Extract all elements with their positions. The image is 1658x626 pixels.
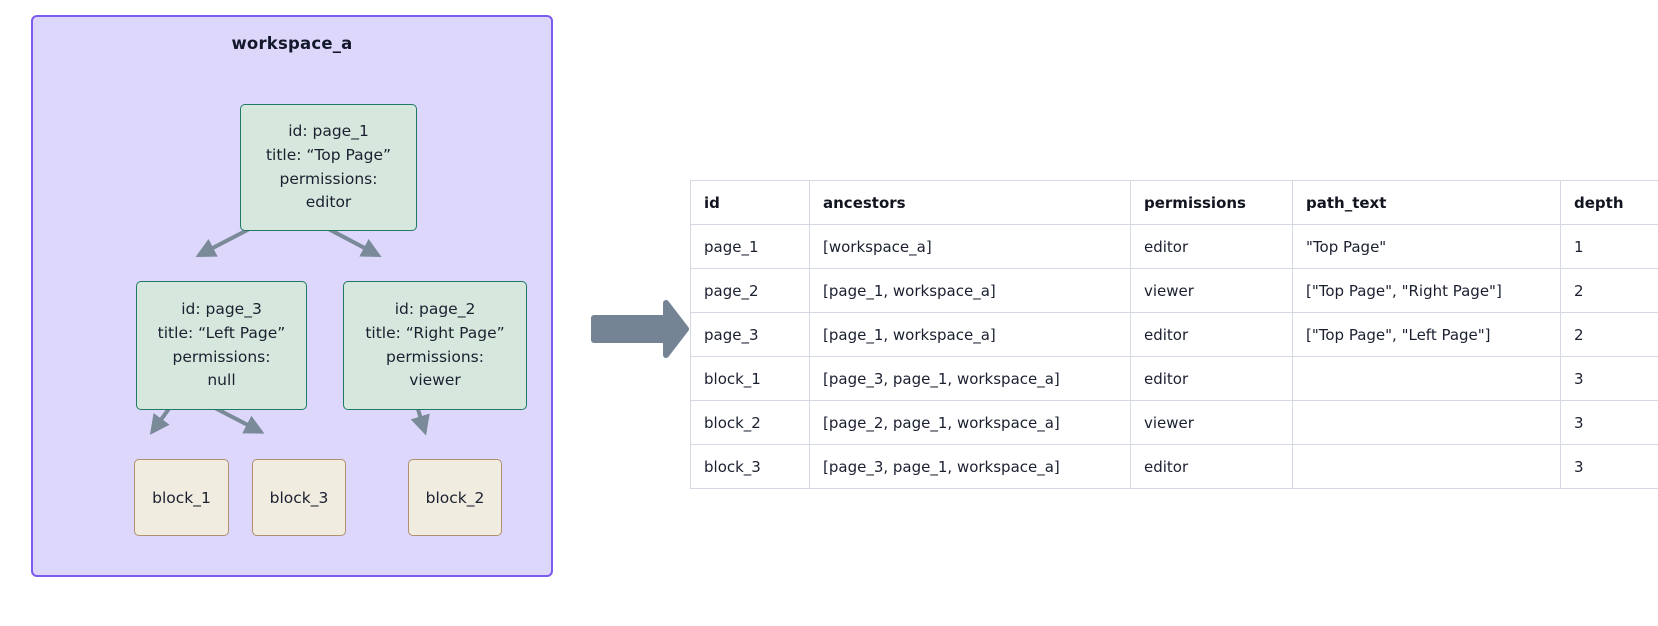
cell-path-text: ["Top Page", "Left Page"] [1292, 312, 1561, 357]
table-row: page_2 [page_1, workspace_a] viewer ["To… [690, 268, 1658, 313]
cell-id: block_3 [690, 444, 810, 489]
node-page-2-line-3: viewer [409, 371, 461, 390]
cell-depth: 2 [1560, 312, 1658, 357]
cell-id: block_2 [690, 400, 810, 445]
column-header-path-text[interactable]: path_text [1292, 180, 1561, 225]
node-page-2-line-2: permissions: [386, 347, 484, 366]
column-header-id[interactable]: id [690, 180, 810, 225]
table-header-row: id ancestors permissions path_text depth [690, 180, 1658, 225]
cell-id: page_2 [690, 268, 810, 313]
cell-id: page_1 [690, 224, 810, 269]
workspace-title: workspace_a [231, 34, 353, 53]
node-page-2-line-0: id: page_2 [394, 300, 476, 319]
column-header-depth[interactable]: depth [1560, 180, 1658, 225]
node-page-2-line-1: title: “Right Page” [365, 323, 505, 342]
cell-permissions: editor [1130, 312, 1293, 357]
table-row: page_1 [workspace_a] editor "Top Page" 1 [690, 224, 1658, 269]
node-block-1-label: block_1 [152, 488, 211, 507]
cell-depth: 2 [1560, 268, 1658, 313]
cell-ancestors: [page_1, workspace_a] [809, 312, 1131, 357]
cell-path-text: ["Top Page", "Right Page"] [1292, 268, 1561, 313]
cell-id: block_1 [690, 356, 810, 401]
node-page-1-line-2: permissions: [279, 169, 378, 188]
table-row: page_3 [page_1, workspace_a] editor ["To… [690, 312, 1658, 357]
node-page-2[interactable]: id: page_2 title: “Right Page” permissio… [343, 281, 527, 410]
cell-path-text: "Top Page" [1292, 224, 1561, 269]
cell-permissions: editor [1130, 356, 1293, 401]
node-block-1[interactable]: block_1 [134, 459, 229, 536]
cell-depth: 3 [1560, 444, 1658, 489]
result-table: id ancestors permissions path_text depth… [690, 180, 1658, 489]
right-arrow-icon [591, 300, 689, 358]
node-page-1-line-0: id: page_1 [288, 122, 369, 141]
table-row: block_2 [page_2, page_1, workspace_a] vi… [690, 400, 1658, 445]
node-page-3[interactable]: id: page_3 title: “Left Page” permission… [136, 281, 307, 410]
node-page-3-line-0: id: page_3 [181, 300, 262, 319]
cell-permissions: editor [1130, 444, 1293, 489]
cell-ancestors: [page_1, workspace_a] [809, 268, 1131, 313]
node-block-3[interactable]: block_3 [252, 459, 346, 536]
cell-permissions: editor [1130, 224, 1293, 269]
workspace-panel: workspace_a id: page_1 title: “Top Page”… [31, 15, 553, 577]
node-page-3-line-1: title: “Left Page” [157, 323, 286, 342]
cell-depth: 1 [1560, 224, 1658, 269]
table-row: block_3 [page_3, page_1, workspace_a] ed… [690, 444, 1658, 489]
cell-permissions: viewer [1130, 400, 1293, 445]
node-page-1-line-1: title: “Top Page” [265, 145, 392, 164]
node-page-3-line-3: null [207, 371, 236, 390]
cell-path-text [1292, 400, 1561, 445]
cell-ancestors: [workspace_a] [809, 224, 1131, 269]
cell-id: page_3 [690, 312, 810, 357]
node-page-1-line-3: editor [305, 193, 352, 212]
cell-ancestors: [page_2, page_1, workspace_a] [809, 400, 1131, 445]
cell-path-text [1292, 356, 1561, 401]
table-row: block_1 [page_3, page_1, workspace_a] ed… [690, 356, 1658, 401]
node-block-3-label: block_3 [269, 488, 329, 507]
column-header-permissions[interactable]: permissions [1130, 180, 1293, 225]
node-page-1[interactable]: id: page_1 title: “Top Page” permissions… [240, 104, 417, 231]
cell-permissions: viewer [1130, 268, 1293, 313]
node-page-3-line-2: permissions: [172, 347, 271, 366]
cell-path-text [1292, 444, 1561, 489]
column-header-ancestors[interactable]: ancestors [809, 180, 1131, 225]
cell-depth: 3 [1560, 356, 1658, 401]
cell-ancestors: [page_3, page_1, workspace_a] [809, 356, 1131, 401]
node-block-2[interactable]: block_2 [408, 459, 502, 536]
cell-depth: 3 [1560, 400, 1658, 445]
node-block-2-label: block_2 [425, 488, 485, 507]
cell-ancestors: [page_3, page_1, workspace_a] [809, 444, 1131, 489]
